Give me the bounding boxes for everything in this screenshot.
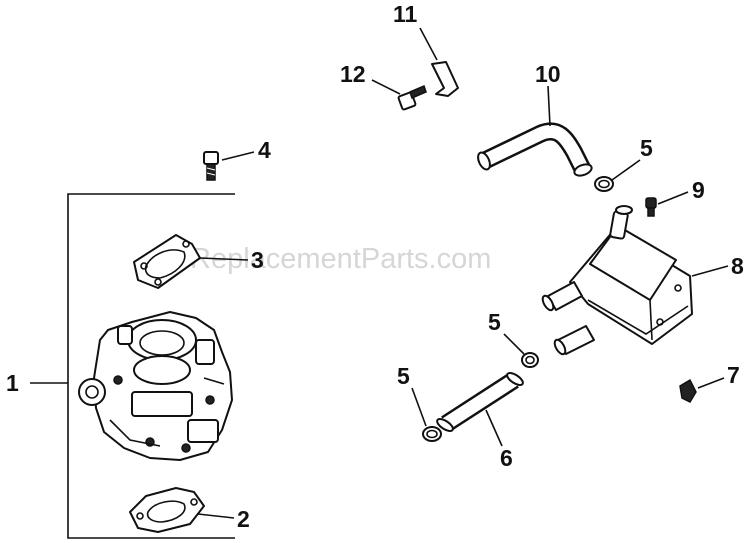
callout-3: 3 — [251, 247, 264, 273]
leader-9 — [657, 191, 689, 205]
callout-7: 7 — [727, 362, 740, 388]
part-1-carburetor[interactable] — [78, 311, 233, 461]
callout-6: 6 — [500, 445, 513, 471]
part-10-hose[interactable] — [476, 122, 594, 177]
callout-5c: 5 — [397, 363, 410, 389]
leader-6 — [485, 409, 503, 447]
callout-5a: 5 — [640, 135, 653, 161]
assembly-bracket — [67, 193, 235, 539]
callout-12: 12 — [340, 61, 366, 87]
callout-5b: 5 — [488, 309, 501, 335]
part-12-bolt[interactable] — [397, 84, 427, 111]
part-3-gasket[interactable] — [133, 234, 201, 289]
leader-4 — [221, 151, 255, 161]
callout-8: 8 — [731, 253, 744, 279]
part-8-fuel-pump[interactable] — [541, 205, 693, 356]
callout-10: 10 — [535, 61, 561, 87]
leader-5b — [503, 333, 525, 355]
callout-9: 9 — [692, 177, 705, 203]
part-6-hose[interactable] — [435, 371, 524, 434]
leader-5a — [611, 159, 641, 181]
leader-2 — [197, 513, 235, 519]
leader-5c — [411, 387, 427, 427]
leader-10 — [547, 85, 551, 127]
part-2-gasket[interactable] — [129, 487, 205, 533]
callout-2: 2 — [237, 506, 250, 532]
part-11-clip[interactable] — [431, 61, 459, 97]
callout-4: 4 — [258, 137, 271, 163]
leader-12 — [371, 79, 401, 95]
callout-1: 1 — [6, 370, 19, 396]
callout-11: 11 — [393, 1, 418, 27]
leader-8 — [691, 265, 729, 277]
part-4-screw[interactable] — [203, 151, 219, 181]
part-5-clamp-middle[interactable] — [521, 352, 539, 368]
leader-11 — [419, 27, 438, 61]
leader-3 — [199, 257, 249, 261]
part-5-clamp-upper[interactable] — [594, 176, 614, 192]
part-7-clip[interactable] — [679, 378, 697, 403]
part-9-screw[interactable] — [645, 197, 657, 217]
part-5-clamp-lower[interactable] — [422, 426, 442, 442]
leader-7 — [697, 377, 725, 389]
